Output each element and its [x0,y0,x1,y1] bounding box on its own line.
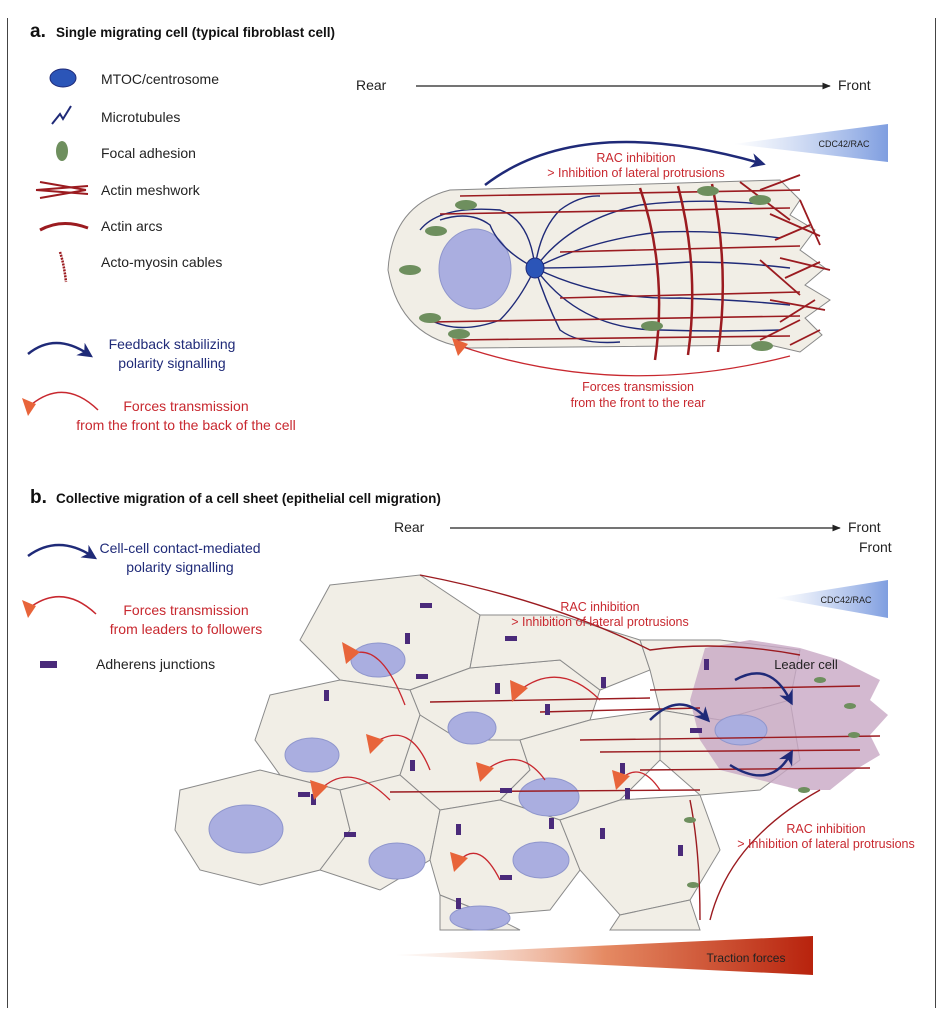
axis-rear-label: Rear [356,77,387,93]
feedback-legend-line2: polarity signalling [118,355,225,371]
leader-forces-arrowhead-icon [22,600,36,618]
panel-b-letter: b. [30,487,47,508]
forces-label-line2: from the front to the rear [571,396,706,410]
cdc42-label-b: CDC42/RAC [820,595,872,605]
centrosome-icon [49,68,77,88]
actin-meshwork [739,174,831,346]
rac-label-line2: > Inhibition of lateral protrusions [547,166,725,180]
axis-b-front-label: Front [848,519,881,535]
legend-label-centrosome: MTOC/centrosome [101,71,219,87]
rac-feedback-arrow [484,140,766,186]
sheet-focal-adhesions [684,677,860,888]
rac-label-line1: RAC inhibition [596,151,675,165]
panel-a-title: Single migrating cell (typical fibroblas… [56,25,335,40]
adherens-legend-label: Adherens junctions [96,656,215,672]
front-rear-force-arrowhead [452,338,468,356]
leader-nucleus [714,714,768,746]
axis-front-label: Front [838,77,871,93]
feedback-arrow-icon [27,341,93,358]
figure-frame [7,18,936,1008]
traction-forces-label: Traction forces [707,951,786,965]
forces-arrow-icon [31,391,99,411]
contact-legend-line1: Cell-cell contact-mediated [99,540,260,556]
actin-meshwork-icon [35,181,89,199]
rac-bottom-line2: > Inhibition of lateral protrusions [737,837,915,851]
focal-adhesion-icon [56,141,68,161]
forces-label-line1: Forces transmission [582,380,694,394]
leader-follower-force-arrows [310,642,661,881]
forces-legend-line1: Forces transmission [123,398,248,414]
leader-forces-icon [31,595,97,615]
adherens-junctions [298,603,709,909]
leader-cell-label: Leader cell [774,657,838,672]
forces-b-legend-line2: from leaders to followers [110,621,263,637]
actin-arcs [638,183,725,361]
centrosome [525,257,545,279]
leader-signalling-arrows [649,672,793,777]
legend-label-microtubules: Microtubules [101,109,180,125]
axis-b-front-repeat-label: Front [859,539,892,555]
rac-bottom-line1: RAC inhibition [786,822,865,836]
microtubule-icon [51,105,72,125]
axis-b-rear-label: Rear [394,519,425,535]
legend-label-actin-arcs: Actin arcs [101,218,162,234]
actomyosin-cables [429,189,801,341]
cdc42-gradient-b [775,580,888,618]
contact-signalling-icon [27,543,98,560]
legend-label-actin-meshwork: Actin meshwork [101,182,201,198]
rac-top-line2: > Inhibition of lateral protrusions [511,615,689,629]
contact-legend-line2: polarity signalling [126,559,233,575]
forces-b-legend-line1: Forces transmission [123,602,248,618]
legend-label-focal-adhesion: Focal adhesion [101,145,196,161]
feedback-legend-line1: Feedback stabilizing [109,336,236,352]
actin-arc-icon [39,222,89,232]
sheet-actin-cables [389,574,881,921]
panel-a: a. Single migrating cell (typical fibrob… [22,21,888,433]
front-rear-force-arrow [459,345,791,377]
actomyosin-cable-icon [58,251,68,283]
legend-label-actomyosin: Acto-myosin cables [101,254,222,270]
forces-legend-line2: from the front to the back of the cell [76,417,295,433]
rac-top-line1: RAC inhibition [560,600,639,614]
focal-adhesions [399,186,773,351]
cdc42-gradient [733,124,888,162]
panel-b: b. Collective migration of a cell sheet … [22,487,915,975]
nucleus [438,228,512,310]
traction-forces-gradient [396,936,813,975]
forces-arrowhead-icon [22,398,36,416]
panel-a-letter: a. [30,21,46,42]
adherens-junction-icon [40,661,57,668]
cell-sheet [174,574,801,931]
panel-b-title: Collective migration of a cell sheet (ep… [56,491,441,506]
cdc42-label: CDC42/RAC [818,139,870,149]
